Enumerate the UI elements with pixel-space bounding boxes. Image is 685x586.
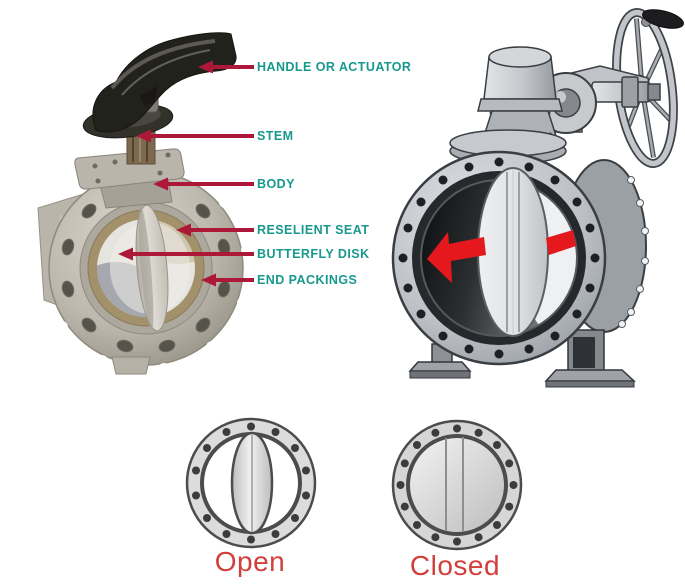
caption-open: Open bbox=[214, 546, 286, 577]
label-stem: STEM bbox=[257, 129, 294, 143]
valve-3d-illustration bbox=[391, 7, 684, 388]
butterfly-disc bbox=[477, 167, 549, 337]
label-body: BODY bbox=[257, 177, 295, 191]
closed-bolts bbox=[396, 424, 518, 546]
flange-bolts bbox=[398, 157, 600, 359]
arrow-body bbox=[153, 177, 254, 191]
open-disc-edge bbox=[230, 431, 274, 535]
body-top-plate bbox=[74, 148, 185, 190]
arrow-disk bbox=[118, 247, 254, 261]
flange-bolt-holes bbox=[61, 203, 231, 353]
arrow-handle bbox=[198, 60, 254, 74]
open-bolts bbox=[192, 422, 310, 544]
label-end-packings: END PACKINGS bbox=[257, 273, 358, 287]
valve-closed-schematic bbox=[391, 419, 523, 551]
arrow-packings bbox=[201, 273, 254, 287]
callout-arrows bbox=[118, 60, 254, 287]
arrow-seat bbox=[176, 223, 254, 237]
label-handle-or-actuator: HANDLE OR ACTUATOR bbox=[257, 60, 412, 74]
actuator-housing bbox=[477, 46, 563, 141]
crank-handle bbox=[641, 9, 684, 29]
closed-disc-face bbox=[406, 434, 508, 536]
flow-arrow bbox=[427, 230, 576, 283]
label-reselient-seat: RESELIENT SEAT bbox=[257, 223, 370, 237]
valve-open-schematic bbox=[185, 417, 317, 549]
butterfly-disc-edge bbox=[135, 204, 169, 332]
label-butterfly-disk: BUTTERFLY DISK bbox=[257, 247, 370, 261]
arrow-stem bbox=[136, 129, 254, 143]
valve-feet bbox=[408, 329, 636, 388]
caption-closed: Closed bbox=[409, 550, 501, 581]
labeled-valve-photo bbox=[37, 32, 253, 375]
